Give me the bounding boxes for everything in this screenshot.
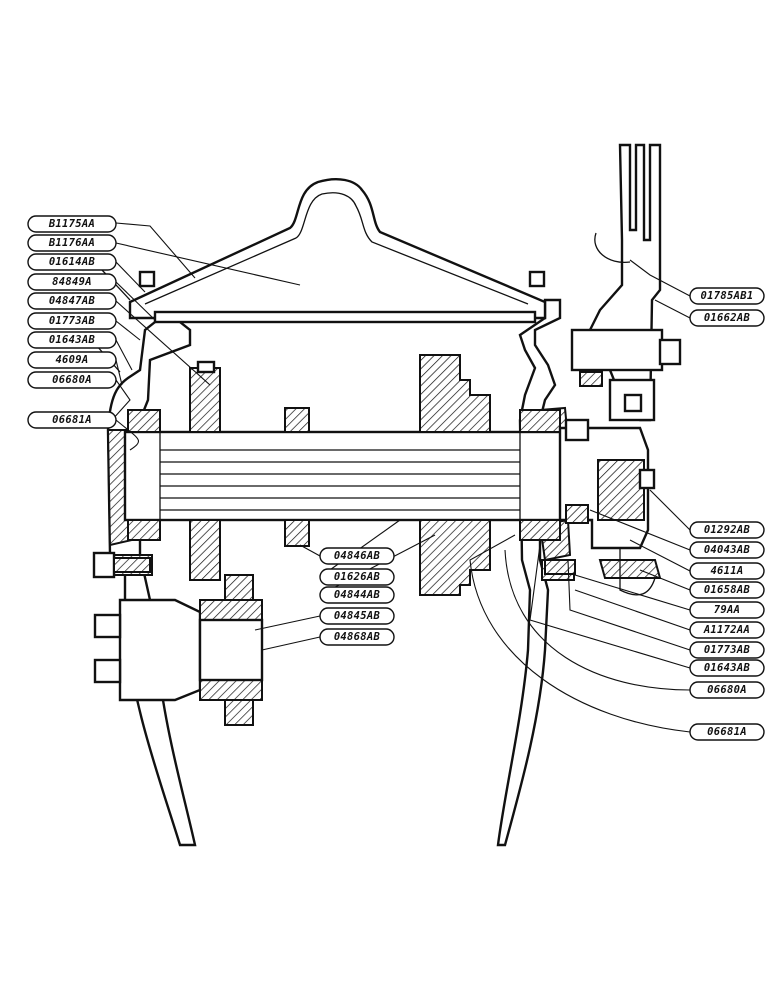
part-labels-right: 01785AB1 01662AB 01292AB 04043AB 4611A 0… <box>689 287 765 741</box>
svg-text:04868AB: 04868AB <box>334 631 381 643</box>
part-labels-left: B1175AA B1176AA 01614AB 84849A 04847AB 0… <box>27 215 117 429</box>
svg-text:04845AB: 04845AB <box>334 610 381 622</box>
svg-text:01643AB: 01643AB <box>49 334 96 346</box>
bearing-left <box>127 409 161 541</box>
bolt-left-lower <box>92 551 151 579</box>
collar-center <box>284 407 310 547</box>
part-label: 04844AB <box>319 586 395 604</box>
svg-text:04847AB: 04847AB <box>49 295 96 307</box>
svg-text:4611A: 4611A <box>710 565 743 577</box>
svg-text:06681A: 06681A <box>707 726 747 738</box>
part-label: 01643AB <box>689 659 765 677</box>
svg-text:01643AB: 01643AB <box>704 662 751 674</box>
leader-lines-left <box>111 222 301 451</box>
part-label: 01292AB <box>689 521 765 539</box>
part-label: 01626AB <box>319 568 395 586</box>
svg-text:A1172AA: A1172AA <box>703 624 750 636</box>
part-label: 04845AB <box>319 607 395 625</box>
part-label: 06681A <box>27 411 117 429</box>
part-label: 01785AB1 <box>689 287 765 305</box>
svg-text:B1176AA: B1176AA <box>48 237 95 249</box>
part-label: 06681A <box>689 723 765 741</box>
bearing-right <box>519 409 561 541</box>
part-label: 04847AB <box>27 292 117 310</box>
svg-text:84849A: 84849A <box>52 276 92 288</box>
part-label: 01614AB <box>27 253 117 271</box>
part-label: 01662AB <box>689 309 765 327</box>
svg-text:06680A: 06680A <box>52 374 92 386</box>
part-label: 84849A <box>27 273 117 291</box>
svg-text:01658AB: 01658AB <box>704 584 751 596</box>
part-label: 01773AB <box>689 641 765 659</box>
svg-text:B1175AA: B1175AA <box>48 218 95 230</box>
part-label: B1176AA <box>27 234 117 252</box>
svg-text:4609A: 4609A <box>55 354 88 366</box>
svg-text:04043AB: 04043AB <box>704 544 751 556</box>
svg-text:01773AB: 01773AB <box>704 644 751 656</box>
svg-text:01292AB: 01292AB <box>704 524 751 536</box>
hub-flange <box>558 418 662 596</box>
svg-text:04846AB: 04846AB <box>334 550 381 562</box>
svg-text:01626AB: 01626AB <box>334 571 381 583</box>
svg-text:01773AB: 01773AB <box>49 315 96 327</box>
part-labels-center: 04846AB 01626AB 04844AB 04845AB 04868AB <box>319 547 395 646</box>
part-label: 04868AB <box>319 628 395 646</box>
part-label: 4609A <box>27 351 117 369</box>
idler-gear <box>93 574 264 726</box>
top-cover <box>128 178 547 324</box>
svg-text:06681A: 06681A <box>52 414 92 426</box>
svg-text:01785AB1: 01785AB1 <box>701 290 754 302</box>
svg-text:01662AB: 01662AB <box>704 312 751 324</box>
svg-text:04844AB: 04844AB <box>334 589 381 601</box>
main-shaft <box>123 430 607 522</box>
part-label: 04043AB <box>689 541 765 559</box>
svg-text:06680A: 06680A <box>707 684 747 696</box>
part-label: 01658AB <box>689 581 765 599</box>
gear-cluster-right <box>419 354 491 596</box>
part-label: 4611A <box>689 562 765 580</box>
part-label: 01773AB <box>27 312 117 330</box>
svg-text:01614AB: 01614AB <box>49 256 96 268</box>
part-label: 79AA <box>689 601 765 619</box>
part-label: 04846AB <box>319 547 395 565</box>
svg-text:79AA: 79AA <box>714 604 741 616</box>
gear-left <box>189 360 221 581</box>
part-label: B1175AA <box>27 215 117 233</box>
part-label: 01643AB <box>27 331 117 349</box>
leader-lines-right <box>469 259 691 733</box>
bolt-right-lower <box>544 559 576 575</box>
part-label: 06680A <box>27 371 117 389</box>
shifter-assembly <box>570 143 682 422</box>
part-label: 06680A <box>689 681 765 699</box>
part-label: A1172AA <box>689 621 765 639</box>
